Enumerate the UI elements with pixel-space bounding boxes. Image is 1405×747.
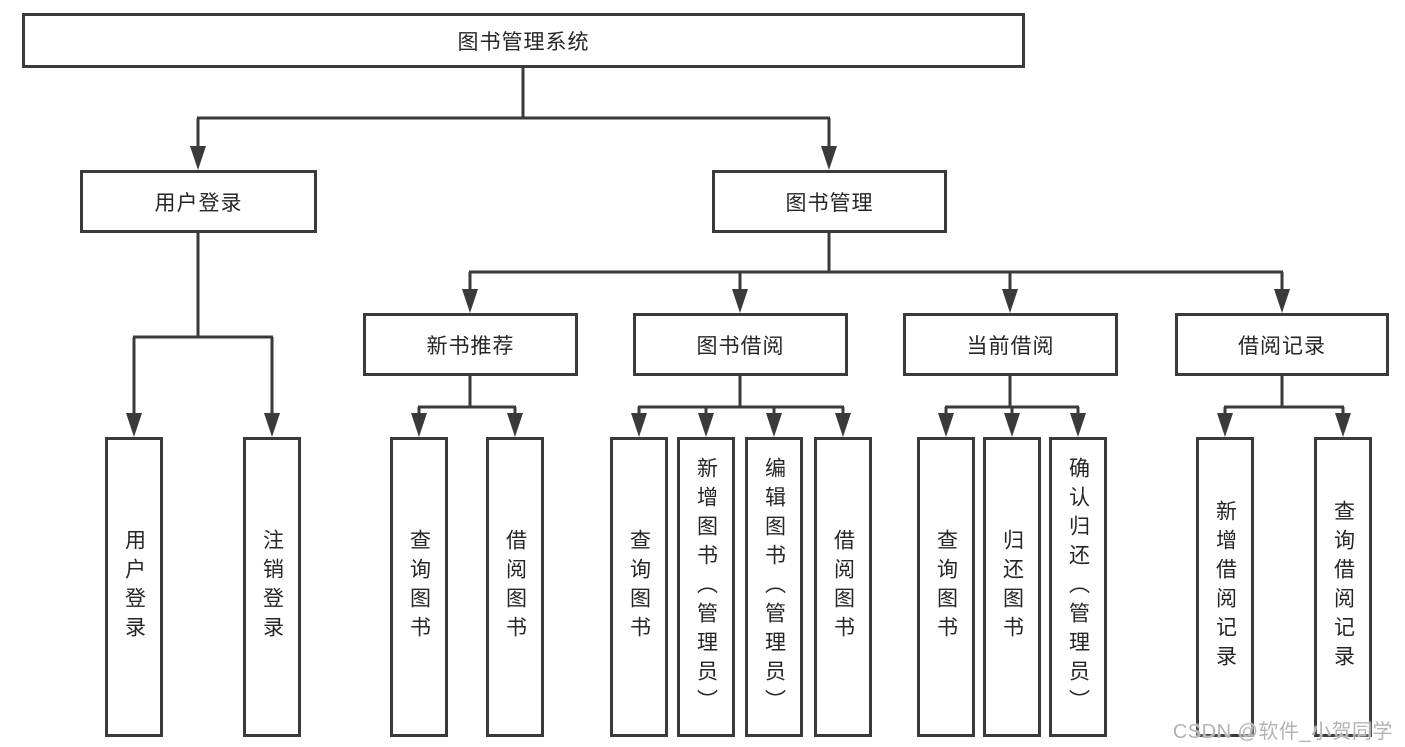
node-bb-query-book-label: 查询图书	[627, 529, 651, 645]
connector-book-borrow	[631, 376, 851, 437]
node-br-add-record-label: 新增借阅记录	[1213, 500, 1237, 674]
node-bb-edit-book: 编辑图书（管理员）	[745, 437, 803, 737]
node-current-borrow: 当前借阅	[903, 313, 1118, 376]
node-cb-confirm-return-label: 确认归还（管理员）	[1066, 456, 1090, 718]
node-book-management: 图书管理	[712, 170, 947, 233]
node-borrow-records-label: 借阅记录	[1238, 334, 1326, 358]
node-br-query-record: 查询借阅记录	[1314, 437, 1372, 737]
connector-current-borrow	[938, 376, 1086, 437]
node-logout-label: 注销登录	[260, 529, 284, 645]
node-new-book-rec-label: 新书推荐	[426, 334, 515, 358]
node-root-label: 图书管理系统	[457, 30, 590, 54]
node-cb-return-book: 归还图书	[983, 437, 1041, 737]
node-borrow-records: 借阅记录	[1175, 313, 1389, 376]
node-logout: 注销登录	[243, 437, 301, 737]
node-book-management-label: 图书管理	[785, 191, 874, 215]
node-book-borrow-label: 图书借阅	[696, 334, 785, 358]
node-new-book-rec: 新书推荐	[363, 313, 578, 376]
node-nb-borrow-book-label: 借阅图书	[503, 529, 527, 645]
node-user-login: 用户登录	[105, 437, 163, 737]
node-root: 图书管理系统	[22, 13, 1025, 68]
node-br-add-record: 新增借阅记录	[1196, 437, 1254, 737]
node-bb-add-book: 新增图书（管理员）	[677, 437, 735, 737]
connector-borrow-records	[1217, 376, 1351, 437]
connector-book-management	[462, 233, 1290, 313]
node-bb-edit-book-label: 编辑图书（管理员）	[762, 456, 786, 718]
node-bb-query-book: 查询图书	[610, 437, 668, 737]
node-bb-add-book-label: 新增图书（管理员）	[694, 456, 718, 718]
node-br-query-record-label: 查询借阅记录	[1331, 500, 1355, 674]
connector-root	[190, 68, 837, 170]
node-user-login-label: 用户登录	[122, 529, 146, 645]
node-current-borrow-label: 当前借阅	[966, 334, 1055, 358]
connector-new-book-rec	[411, 376, 523, 437]
node-cb-confirm-return: 确认归还（管理员）	[1049, 437, 1107, 737]
watermark: CSDN @软件_小贺同学	[1172, 721, 1393, 743]
connector-user-login-group	[126, 233, 280, 437]
node-cb-query-book-label: 查询图书	[934, 529, 958, 645]
node-nb-query-book-label: 查询图书	[407, 529, 431, 645]
node-book-borrow: 图书借阅	[633, 313, 848, 376]
node-cb-query-book: 查询图书	[917, 437, 975, 737]
node-bb-borrow-book-label: 借阅图书	[831, 529, 855, 645]
node-user-login-group-label: 用户登录	[154, 191, 243, 215]
node-user-login-group: 用户登录	[80, 170, 317, 233]
node-bb-borrow-book: 借阅图书	[814, 437, 872, 737]
node-cb-return-book-label: 归还图书	[1000, 529, 1024, 645]
node-nb-query-book: 查询图书	[390, 437, 448, 737]
node-nb-borrow-book: 借阅图书	[486, 437, 544, 737]
